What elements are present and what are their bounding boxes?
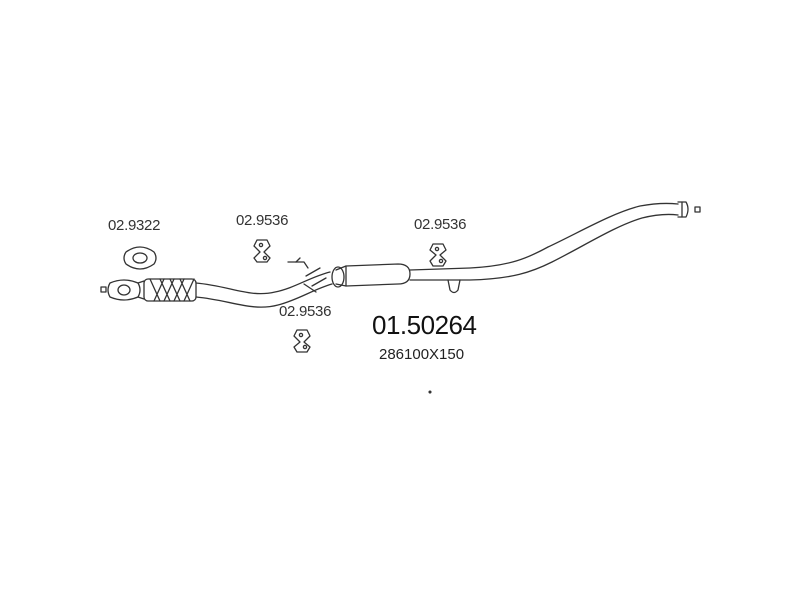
gasket-part-number: 02.9322: [108, 217, 161, 234]
gasket-02-9322-icon: [123, 246, 157, 270]
main-part-number: 01.50264: [372, 310, 477, 340]
rubber-hanger-icon: [293, 329, 311, 353]
hanger-part-number: 02.9536: [414, 216, 467, 233]
rubber-hanger-icon: [429, 243, 447, 267]
hanger-part-number: 02.9536: [279, 303, 332, 320]
hanger-part-number: 02.9536: [236, 212, 289, 229]
rubber-hanger-icon: [253, 239, 271, 263]
part-dimensions: 286100X150: [379, 346, 465, 363]
exhaust-pipe-assembly: [100, 201, 701, 308]
